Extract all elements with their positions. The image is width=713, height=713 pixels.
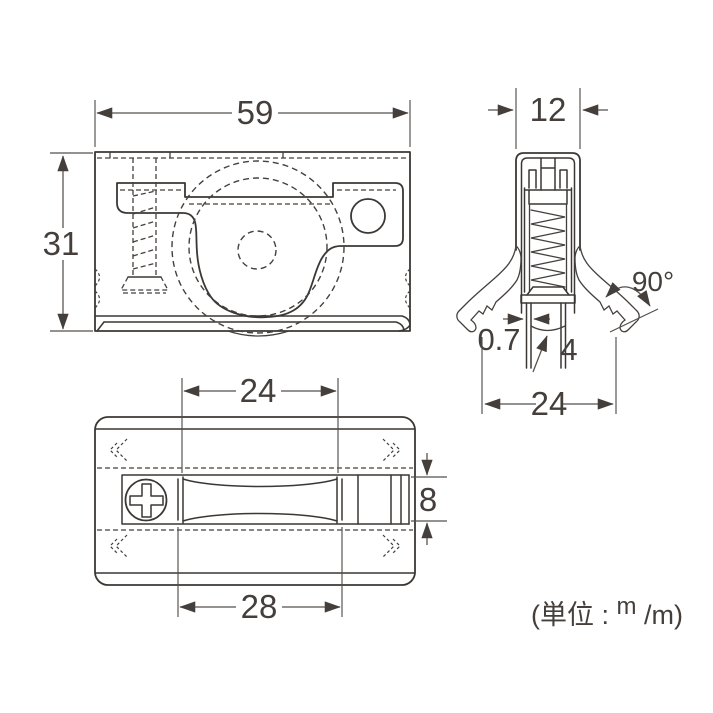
front-view: 59 31: [43, 94, 411, 337]
front-plate-hidden-edges: [120, 189, 396, 205]
bottom-phillips-screw: [124, 478, 168, 522]
bottom-body-outline: [94, 416, 416, 586]
unit-note-rest: /m): [644, 600, 683, 630]
dimension-side-bottom-width: 24: [481, 337, 617, 422]
front-roller-bottom-arc: [227, 330, 290, 337]
bottom-roller-width-label: 8: [419, 481, 437, 518]
side-coil-spring: [530, 209, 566, 288]
side-tabs: [528, 169, 568, 189]
dimension-bottom-roller-width: 8: [411, 453, 447, 545]
dimension-front-width: 59: [94, 94, 411, 147]
front-body-outline: [94, 151, 411, 332]
phillips-cross-icon: [129, 483, 164, 518]
dimension-front-height: 31: [43, 152, 93, 332]
front-height-label: 31: [43, 225, 80, 262]
side-prong-break-curve: [530, 325, 566, 332]
side-wall-label: 0.7: [477, 322, 520, 357]
dimension-side-channel: 4: [532, 332, 578, 373]
front-width-label: 59: [237, 94, 274, 131]
side-view: 12 90° 0.7 4 24: [456, 88, 674, 422]
side-left-wing: [456, 244, 522, 333]
side-angle-label: 90°: [632, 266, 674, 297]
side-bottom-width-label: 24: [531, 385, 568, 422]
dimension-side-top-width: 12: [488, 88, 608, 149]
dimension-side-wall: 0.7: [477, 313, 550, 357]
side-prongs: [525, 302, 567, 369]
screw-head-circle: [124, 478, 168, 522]
dimension-bottom-roller-length: 24: [181, 372, 339, 473]
bottom-roller: [177, 476, 343, 524]
bottom-view: 24 28 8: [94, 372, 447, 625]
side-channel-label: 4: [560, 332, 577, 367]
side-spring-housing: [523, 187, 573, 293]
side-spring-seat: [520, 286, 576, 304]
unit-note: (単位 : m /m): [531, 590, 683, 630]
front-bottom-rail: [94, 315, 411, 332]
side-cap-inner: [520, 157, 576, 253]
dimension-side-angle: 90°: [605, 266, 674, 333]
dimension-bottom-slot-length: 28: [177, 527, 343, 625]
bottom-slot: [121, 474, 410, 525]
bottom-inner-edges: [94, 428, 416, 574]
front-edge-break-marks: [94, 268, 411, 309]
front-screw-hidden: [119, 158, 170, 294]
unit-note-sup: m: [617, 593, 637, 620]
side-cap-outer: [515, 152, 581, 251]
bottom-roller-length-label: 24: [240, 372, 277, 409]
bottom-slot-length-label: 28: [241, 588, 278, 625]
bottom-hidden-bands: [97, 467, 413, 531]
unit-note-prefix: (単位 :: [531, 600, 609, 630]
front-plate-outline: [116, 182, 404, 319]
side-center-stem: [540, 157, 556, 191]
front-mount-hole: [350, 198, 386, 234]
front-top-ticks: [109, 151, 284, 159]
front-roller-hidden-circles: [171, 160, 345, 334]
side-top-width-label: 12: [530, 91, 567, 128]
